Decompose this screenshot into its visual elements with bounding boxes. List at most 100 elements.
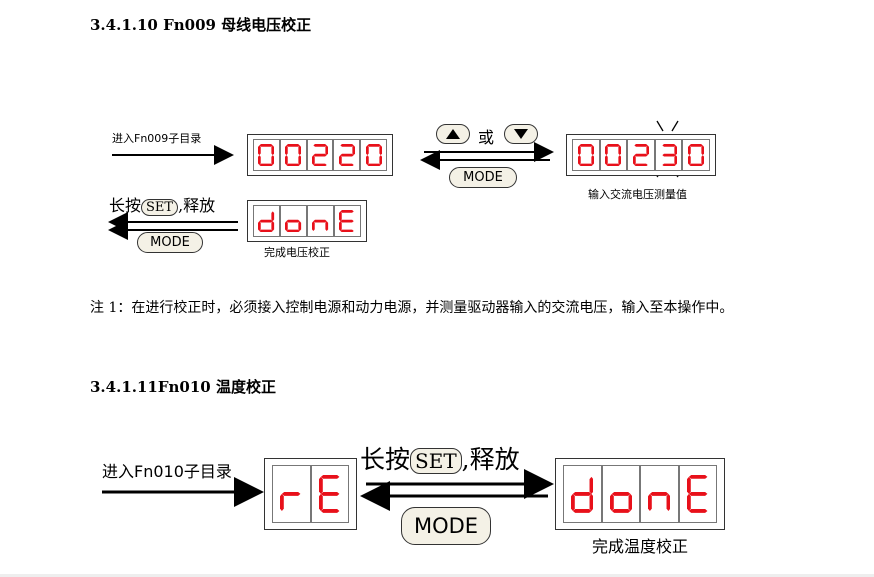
segment-b: [271, 145, 275, 155]
segment-c: [589, 493, 594, 512]
segment-g: [611, 492, 631, 496]
mode-key-button-2[interactable]: MODE: [137, 232, 203, 253]
segment-g: [572, 492, 592, 496]
seven-segment-3: [661, 143, 677, 167]
segment-g: [259, 219, 274, 223]
led-digit-1: [572, 139, 600, 171]
seven-segment-0: [577, 143, 594, 167]
set-key-button-1[interactable]: SET: [141, 199, 179, 216]
segment-e: [312, 220, 316, 231]
segment-c: [701, 154, 705, 165]
seven-segment-0: [365, 143, 382, 167]
segment-g: [688, 492, 708, 496]
led-digit-3: [627, 139, 655, 171]
seven-segment-E: [686, 475, 708, 513]
segment-f: [258, 145, 262, 155]
segment-e: [571, 493, 575, 512]
up-key-button[interactable]: [436, 124, 470, 144]
seven-segment-r: [280, 492, 301, 512]
seven-segment-0: [605, 143, 622, 167]
segment-e: [280, 493, 284, 512]
segment-g: [661, 153, 676, 157]
segment-a: [634, 143, 648, 147]
segment-d: [606, 163, 621, 167]
segment-d: [340, 229, 355, 233]
segment-e: [686, 493, 691, 512]
segment-f: [686, 476, 691, 494]
segment-e: [258, 154, 262, 165]
segment-f: [577, 145, 581, 155]
segment-g: [340, 219, 355, 223]
segment-a: [688, 475, 708, 479]
segment-e: [285, 220, 289, 231]
segment-e: [285, 154, 288, 165]
up-triangle-icon: [446, 129, 460, 139]
segment-d: [320, 509, 340, 513]
done-temperature-caption: 完成温度校正: [592, 537, 689, 556]
led-digit-2: [601, 465, 640, 523]
segment-a: [579, 143, 593, 147]
segment-a: [313, 143, 327, 147]
segment-c: [271, 154, 275, 165]
enter-fn009-label: 进入Fn009子目录: [112, 132, 202, 145]
led-digit-4: [334, 205, 361, 237]
segment-b: [589, 476, 594, 494]
led-digit-1: [272, 465, 311, 523]
seven-segment-0: [285, 143, 302, 167]
led-digit-4: [654, 139, 683, 171]
segment-b: [378, 145, 382, 155]
seven-segment-d: [258, 211, 275, 233]
segment-f: [365, 145, 369, 155]
seven-segment-n: [312, 219, 329, 231]
segment-c: [325, 220, 329, 231]
segment-e: [605, 154, 609, 165]
down-key-button[interactable]: [504, 124, 538, 144]
led-display-00220: [247, 134, 393, 176]
seven-segment-o: [285, 219, 302, 233]
set-key-button-2[interactable]: SET: [410, 448, 462, 474]
input-voltage-caption: 输入交流电压测量值: [588, 188, 687, 201]
segment-a: [340, 143, 354, 147]
led-display-done-2: [555, 458, 725, 530]
segment-b: [618, 145, 622, 155]
segment-d: [286, 163, 300, 167]
segment-b: [271, 211, 275, 221]
segment-g: [320, 492, 340, 496]
seven-segment-2: [311, 143, 329, 167]
segment-e: [577, 154, 581, 165]
page-bottom-rule: [0, 574, 874, 577]
segment-d: [611, 509, 631, 513]
led-digit-5: [360, 139, 387, 171]
led-digit-2: [279, 139, 307, 171]
seven-segment-0: [688, 143, 705, 167]
led-digit-3: [307, 205, 334, 237]
segment-c: [666, 493, 671, 512]
segment-f: [605, 145, 609, 155]
segment-c: [673, 154, 677, 165]
led-digit-4: [333, 139, 361, 171]
segment-b: [352, 145, 355, 155]
segment-d: [634, 163, 648, 167]
led-digit-1: [253, 139, 280, 171]
segment-e: [318, 493, 323, 512]
led-digit-5: [682, 139, 710, 171]
seven-segment-d: [571, 476, 594, 513]
calibration-note: 注 1：在进行校正时，必须接入控制电源和动力电源，并测量驱动器输入的交流电压，输…: [90, 300, 734, 316]
segment-f: [339, 211, 343, 221]
mode-key-button-3[interactable]: MODE: [401, 507, 491, 545]
section-heading-fn010: 3.4.1.11Fn010 温度校正: [90, 378, 276, 396]
seven-segment-2: [632, 143, 650, 167]
segment-d: [340, 163, 354, 167]
segment-c: [298, 220, 302, 231]
segment-e: [648, 493, 652, 512]
mode-key-button-1[interactable]: MODE: [449, 167, 517, 188]
led-digit-2: [599, 139, 628, 171]
segment-d: [688, 509, 708, 513]
segment-g: [281, 492, 301, 496]
segment-b: [646, 145, 650, 155]
segment-g: [286, 219, 301, 223]
segment-b: [298, 145, 302, 155]
segment-a: [340, 209, 355, 213]
segment-g: [649, 492, 669, 496]
